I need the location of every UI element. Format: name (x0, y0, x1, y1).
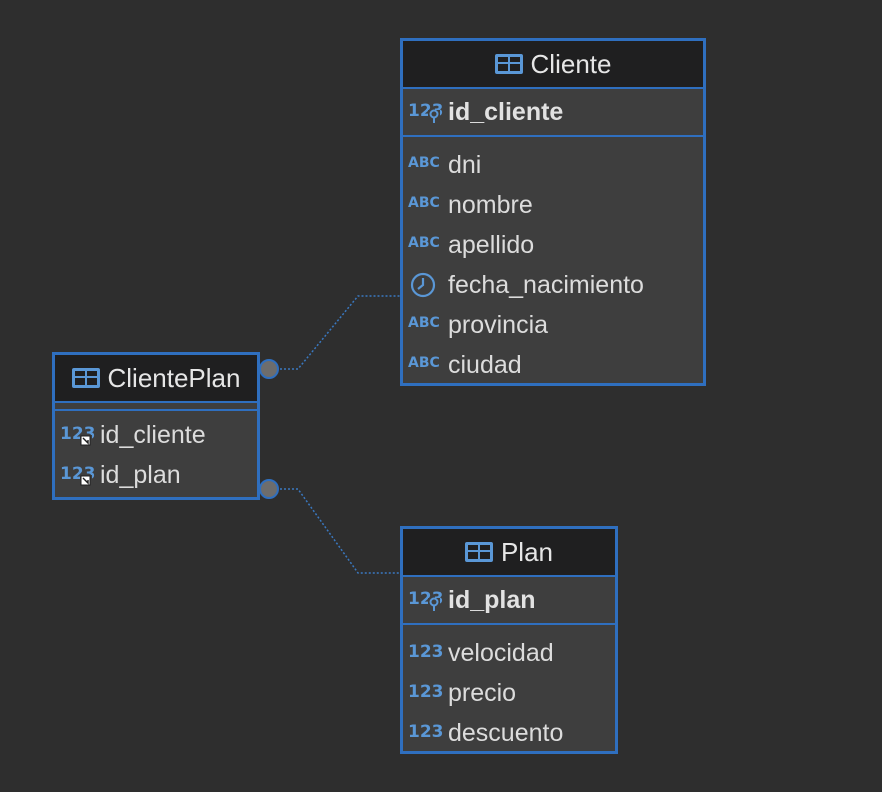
column-row[interactable]: 123 id_plan (55, 455, 257, 495)
text-type-icon: ABC (408, 155, 440, 171)
entity-header[interactable]: Plan (403, 529, 615, 577)
entity-clienteplan[interactable]: ClientePlan 123 id_cliente 123 id_plan (52, 352, 260, 500)
svg-text:ABC: ABC (408, 315, 440, 331)
table-icon (494, 54, 523, 74)
entity-title: Cliente (530, 48, 612, 79)
connector-clienteplan-cliente[interactable] (272, 295, 402, 370)
column-name: dni (448, 150, 482, 179)
column-row[interactable]: ABC ciudad (403, 345, 703, 385)
column-name: id_cliente (100, 420, 206, 449)
column-name: id_cliente (448, 97, 564, 126)
table-icon (464, 542, 493, 562)
numeric-key-icon: 123 (408, 101, 444, 124)
primary-key-section (55, 403, 257, 411)
text-type-icon: ABC (408, 355, 440, 371)
numeric-fk-icon: 123 (60, 424, 96, 447)
column-name: fecha_nacimiento (448, 270, 644, 299)
column-name: apellido (448, 230, 535, 259)
column-name: provincia (448, 310, 549, 339)
entity-plan[interactable]: Plan 123 id_plan 123 velocidad 123 (400, 526, 618, 754)
column-row[interactable]: 123 id_plan (403, 577, 615, 623)
numeric-fk-icon: 123 (60, 464, 96, 487)
column-name: nombre (448, 190, 533, 219)
svg-text:123: 123 (408, 682, 444, 702)
column-row[interactable]: 123 precio (403, 673, 615, 713)
text-type-icon: ABC (408, 315, 440, 331)
primary-key-section: 123 id_plan (403, 577, 615, 625)
column-row[interactable]: 123 id_cliente (55, 415, 257, 455)
column-row[interactable]: 123 velocidad (403, 633, 615, 673)
column-name: ciudad (448, 350, 522, 379)
numeric-type-icon: 123 (408, 682, 444, 702)
text-type-icon: ABC (408, 235, 440, 251)
numeric-type-icon: 123 (408, 642, 444, 662)
column-name: velocidad (448, 638, 554, 667)
column-name: precio (448, 678, 517, 707)
column-row[interactable]: ABC apellido (403, 225, 703, 265)
connector-clienteplan-plan[interactable] (272, 488, 402, 574)
column-row[interactable]: 123 id_cliente (403, 89, 703, 135)
column-row[interactable]: ABC nombre (403, 185, 703, 225)
column-name: id_plan (448, 585, 536, 614)
connector-endpoint-handle[interactable] (259, 479, 279, 499)
table-icon (71, 368, 100, 388)
column-row[interactable]: ABC dni (403, 145, 703, 185)
clock-icon (410, 272, 436, 298)
svg-text:ABC: ABC (408, 355, 440, 371)
column-row[interactable]: fecha_nacimiento (403, 265, 703, 305)
column-row[interactable]: 123 descuento (403, 713, 615, 753)
svg-text:ABC: ABC (408, 235, 440, 251)
entity-cliente[interactable]: Cliente 123 id_cliente ABC dni ABC (400, 38, 706, 386)
column-row[interactable]: ABC provincia (403, 305, 703, 345)
primary-key-section: 123 id_cliente (403, 89, 703, 137)
connector-endpoint-handle[interactable] (259, 359, 279, 379)
svg-text:ABC: ABC (408, 195, 440, 211)
numeric-key-icon: 123 (408, 589, 444, 612)
column-name: id_plan (100, 460, 181, 489)
column-name: descuento (448, 718, 564, 747)
svg-text:ABC: ABC (408, 155, 440, 171)
text-type-icon: ABC (408, 195, 440, 211)
numeric-type-icon: 123 (408, 722, 444, 742)
entity-header[interactable]: Cliente (403, 41, 703, 89)
entity-title: ClientePlan (107, 362, 241, 393)
entity-header[interactable]: ClientePlan (55, 355, 257, 403)
svg-text:123: 123 (408, 722, 444, 742)
entity-title: Plan (500, 536, 554, 567)
svg-text:123: 123 (408, 642, 444, 662)
